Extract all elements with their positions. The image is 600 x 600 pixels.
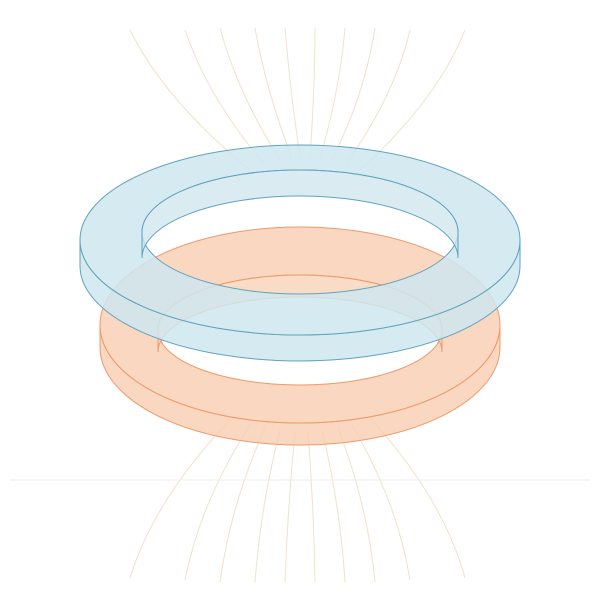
field-line <box>319 27 346 159</box>
field-line <box>184 424 251 581</box>
field-line <box>337 427 376 583</box>
field-line <box>351 424 411 581</box>
field-line <box>359 29 466 171</box>
field-line <box>344 29 411 166</box>
field-line <box>254 27 293 159</box>
field-line <box>309 27 316 157</box>
field-line <box>284 27 301 157</box>
field-line <box>321 429 346 583</box>
upper-ring <box>79 144 521 362</box>
field-line <box>254 429 281 583</box>
field-line <box>129 29 251 171</box>
field-line <box>184 29 266 166</box>
rings <box>79 144 521 446</box>
field-line <box>219 27 281 161</box>
upper-ring-inner-wall <box>141 169 459 259</box>
field-line <box>219 427 266 583</box>
field-line <box>307 431 316 583</box>
field-line <box>331 27 376 161</box>
field-line <box>371 419 466 579</box>
field-line <box>129 419 231 579</box>
field-lines <box>129 27 466 583</box>
field-line <box>284 431 296 583</box>
